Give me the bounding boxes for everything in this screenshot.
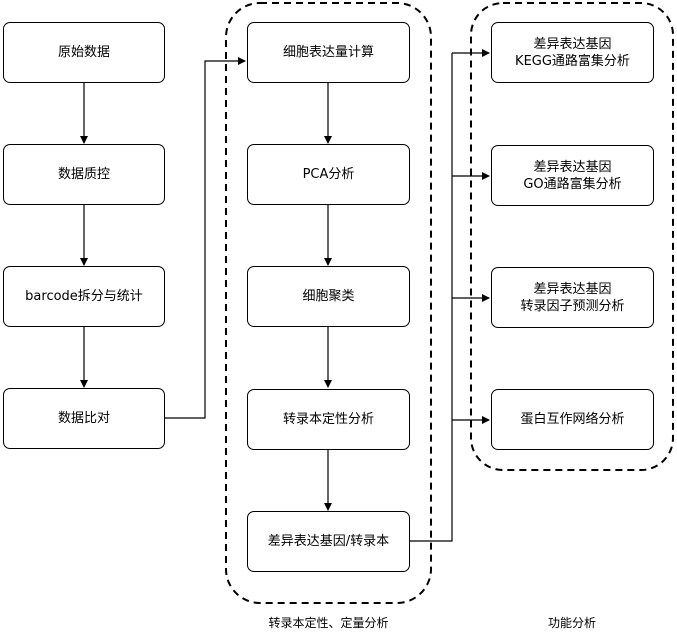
analysis-group-border xyxy=(225,2,432,604)
node-transcript-quant-label: 转录本定性分析 xyxy=(282,412,374,427)
node-raw-data-label: 原始数据 xyxy=(57,45,110,60)
node-transcript-quant: 转录本定性分析 xyxy=(247,389,410,450)
node-ppi-label: 蛋白互作网络分析 xyxy=(520,412,625,427)
group-label-function: 功能分析 xyxy=(547,616,596,630)
node-kegg-line1: 差异表达基因 xyxy=(533,36,612,52)
node-barcode-label: barcode拆分与统计 xyxy=(25,289,143,304)
node-barcode: barcode拆分与统计 xyxy=(3,266,165,327)
node-go-line2: GO通路富集分析 xyxy=(523,176,622,192)
node-alignment: 数据比对 xyxy=(3,388,165,449)
group-label-analysis: 转录本定性、定量分析 xyxy=(268,616,389,630)
node-kegg: 差异表达基因 KEGG通路富集分析 xyxy=(491,22,654,83)
node-deg: 差异表达基因/转录本 xyxy=(247,511,410,572)
node-tf-line2: 转录因子预测分析 xyxy=(520,298,625,314)
arrow-deg-trunk xyxy=(410,53,453,542)
node-qc-label: 数据质控 xyxy=(57,167,110,182)
node-tf-line1: 差异表达基因 xyxy=(533,281,612,297)
node-ppi: 蛋白互作网络分析 xyxy=(491,389,654,450)
node-qc: 数据质控 xyxy=(3,144,165,205)
node-raw-data: 原始数据 xyxy=(3,22,165,83)
node-pca: PCA分析 xyxy=(247,144,410,205)
node-go-line1: 差异表达基因 xyxy=(533,159,612,175)
node-tf: 差异表达基因 转录因子预测分析 xyxy=(491,267,654,328)
function-group-border xyxy=(470,2,674,471)
node-kegg-line2: KEGG通路富集分析 xyxy=(515,53,630,69)
node-expr-calc: 细胞表达量计算 xyxy=(247,22,410,83)
node-go: 差异表达基因 GO通路富集分析 xyxy=(491,145,654,206)
arrow-alignment-to-expr xyxy=(165,57,246,419)
node-expr-calc-label: 细胞表达量计算 xyxy=(282,45,374,60)
node-clustering: 细胞聚类 xyxy=(247,266,410,327)
node-clustering-label: 细胞聚类 xyxy=(302,289,355,304)
node-alignment-label: 数据比对 xyxy=(57,411,110,426)
node-pca-label: PCA分析 xyxy=(302,167,355,182)
node-deg-label: 差异表达基因/转录本 xyxy=(267,534,390,549)
